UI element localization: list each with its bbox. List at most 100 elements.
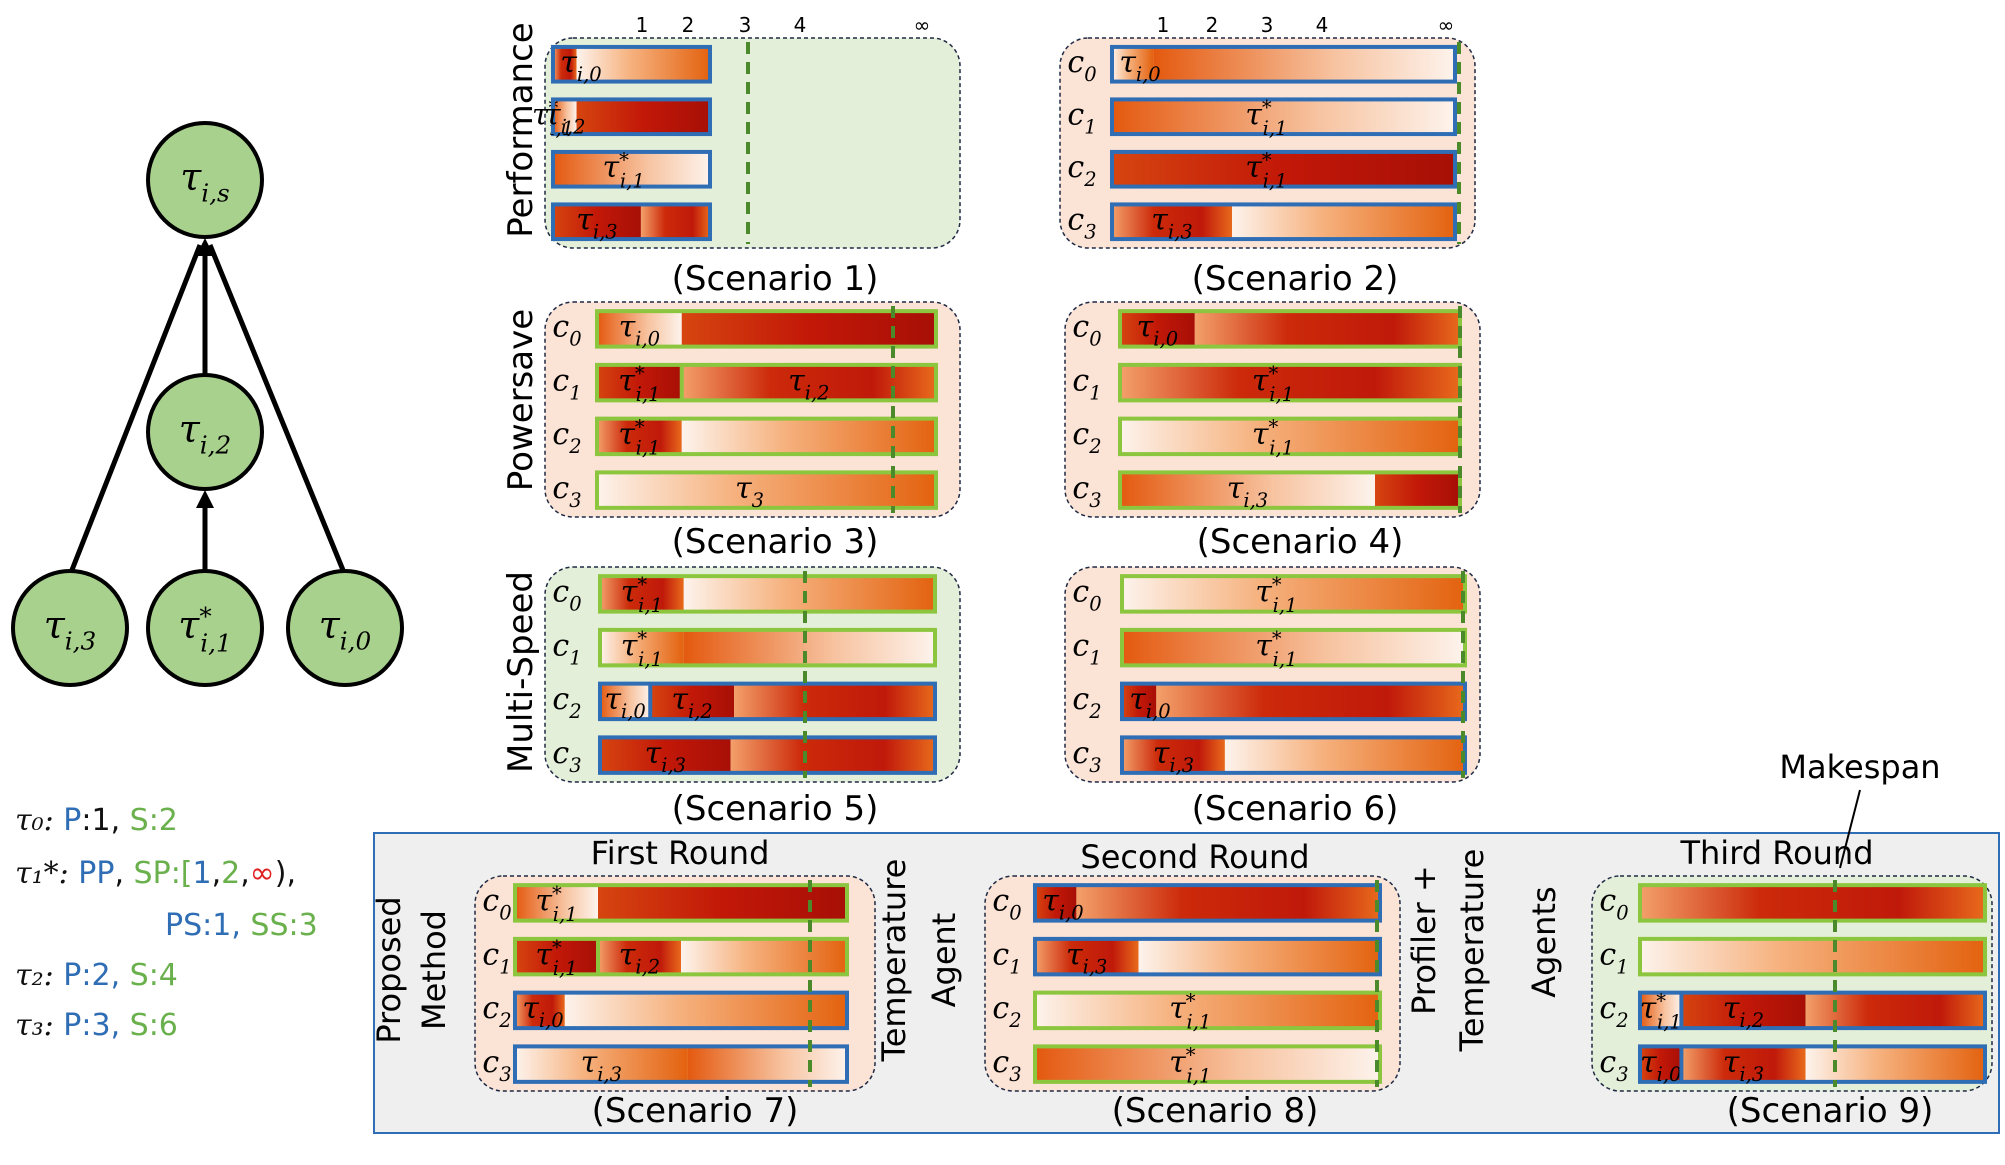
side-label: Method xyxy=(415,910,453,1030)
side-label: Agent xyxy=(925,913,963,1008)
task-label: τ*i,1 xyxy=(1640,990,1682,1034)
core-frame xyxy=(595,309,938,349)
core-frame xyxy=(1120,627,1467,668)
scenario-background xyxy=(1591,875,1993,1092)
execution-segment xyxy=(1112,151,1455,187)
core-frame xyxy=(595,470,938,510)
core-frame xyxy=(1638,1044,1987,1084)
core-frame xyxy=(1638,936,1987,977)
core-label: c1 xyxy=(1072,363,1101,404)
execution-segment xyxy=(1122,576,1465,612)
dag-node: τi,2 xyxy=(146,373,264,491)
core-label: c0 xyxy=(1072,310,1101,351)
core-frame xyxy=(551,149,712,189)
core-frame xyxy=(595,362,938,403)
scenario-background xyxy=(1059,37,1476,249)
task-label: τi,2 xyxy=(671,682,712,723)
side-label: Proposed xyxy=(370,896,408,1043)
task-label: τi,0 xyxy=(560,45,601,86)
execution-segment xyxy=(600,737,731,773)
execution-segment xyxy=(1805,1046,1985,1082)
execution-segment xyxy=(576,99,710,135)
execution-segment xyxy=(1375,472,1460,508)
scenario-caption: (Scenario 2) xyxy=(1192,259,1399,299)
core-frame xyxy=(598,681,937,722)
execution-segment xyxy=(553,99,577,135)
core-frame xyxy=(513,883,849,923)
axis-tick-label: ∞ xyxy=(914,13,931,37)
core-label: c1 xyxy=(1072,628,1101,669)
core-label: c3 xyxy=(992,1045,1021,1086)
axis-tick-label: 1 xyxy=(1157,13,1170,37)
execution-segment xyxy=(1224,737,1465,773)
execution-segment xyxy=(597,418,682,455)
execution-segment xyxy=(515,938,598,975)
core-frame xyxy=(598,574,937,614)
task-label: τ*i,1 xyxy=(1255,627,1297,671)
execution-segment xyxy=(1112,46,1154,82)
execution-segment xyxy=(730,737,935,773)
scenario-caption: (Scenario 4) xyxy=(1197,522,1404,562)
task-label: τi,0 xyxy=(522,991,563,1032)
execution-segment xyxy=(1640,1046,1682,1082)
core-label: c2 xyxy=(552,417,581,458)
core-label: c3 xyxy=(552,736,581,777)
core-label: c3 xyxy=(552,471,581,512)
dag-node-label: τi,0 xyxy=(319,603,371,655)
scenario-panel: c0τi,0c1τ*i,1τi,2c2τ*i,1c3τi,3(Scenario … xyxy=(532,37,961,299)
core-frame xyxy=(1638,990,1987,1031)
axis-tick-label: 1 xyxy=(636,13,649,37)
core-frame xyxy=(551,202,712,242)
execution-segment xyxy=(597,472,936,508)
execution-segment xyxy=(681,311,936,347)
dag-node-label: τ*i,1 xyxy=(178,602,231,658)
core-label: c3 xyxy=(1067,202,1096,243)
round-label: Second Round xyxy=(1080,838,1309,876)
execution-segment xyxy=(1112,99,1455,135)
execution-segment xyxy=(687,1046,847,1082)
task-label: τi,0 xyxy=(1640,1045,1681,1086)
execution-segment xyxy=(1232,204,1455,240)
task-label: τi,3 xyxy=(576,202,617,243)
execution-segment xyxy=(1120,364,1460,401)
execution-segment xyxy=(515,885,598,921)
execution-segment xyxy=(734,683,935,720)
legend-row: τ₀: P:1, S:2 xyxy=(15,803,178,838)
core-label: c3 xyxy=(482,1045,511,1086)
core-frame xyxy=(1110,149,1457,189)
task-label: τ*i,1 xyxy=(535,882,577,926)
core-label: c1 xyxy=(992,937,1021,978)
execution-segment xyxy=(1122,629,1465,666)
task-label: τ*i,1 xyxy=(1252,416,1294,460)
execution-segment xyxy=(1805,992,1985,1029)
execution-segment xyxy=(1035,1046,1380,1082)
core-label: c1 xyxy=(552,363,581,404)
execution-segment xyxy=(1194,311,1460,347)
execution-segment xyxy=(600,629,684,666)
execution-segment xyxy=(564,992,847,1029)
edge-i3-to-is xyxy=(67,244,203,576)
scenario-background xyxy=(474,875,876,1092)
core-frame xyxy=(598,735,937,775)
execution-segment xyxy=(683,629,935,666)
dag-node-label: τi,3 xyxy=(44,603,96,655)
task-label: τ*i,1 xyxy=(621,627,663,671)
task-label: τi,0 xyxy=(1137,310,1178,351)
dag-node: τi,0 xyxy=(286,569,404,687)
task-label: τi,3 xyxy=(1153,736,1194,777)
execution-segment xyxy=(597,311,682,347)
execution-segment xyxy=(650,683,734,720)
round-label: First Round xyxy=(591,834,770,872)
task-label: τi,0 xyxy=(1119,45,1160,86)
core-frame xyxy=(1033,1044,1382,1084)
scenario-background xyxy=(984,875,1401,1092)
dag-node-label: τi,2 xyxy=(179,407,231,459)
core-label: c2 xyxy=(1067,150,1096,191)
task-label: τi,2 xyxy=(788,363,829,404)
scenario-background xyxy=(544,566,961,783)
